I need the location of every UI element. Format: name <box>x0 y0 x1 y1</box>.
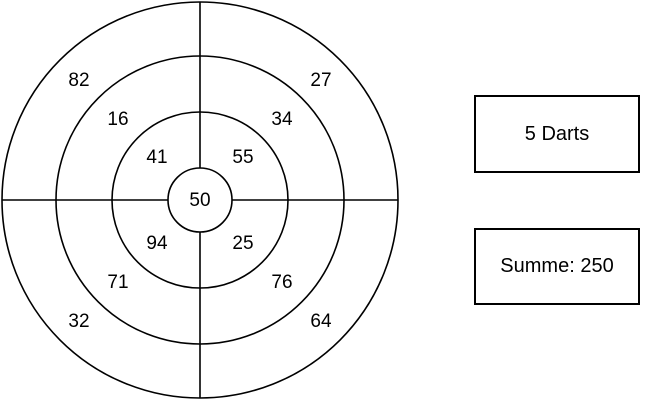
outer-score-bottom-left: 32 <box>68 311 89 332</box>
bullseye-score: 50 <box>189 190 210 211</box>
sum-box: Summe: 250 <box>474 228 640 305</box>
inner-score-top-left: 41 <box>146 147 167 168</box>
middle-score-bottom-right: 76 <box>271 272 292 293</box>
darts-count-box: 5 Darts <box>474 95 640 173</box>
inner-score-top-right: 55 <box>232 147 253 168</box>
sum-label: Summe: 250 <box>500 255 614 277</box>
outer-score-top-right: 27 <box>310 70 331 91</box>
bullseye <box>167 167 233 233</box>
middle-score-top-right: 34 <box>271 109 293 130</box>
inner-score-bottom-right: 25 <box>232 233 253 254</box>
outer-score-bottom-right: 64 <box>310 311 332 332</box>
inner-score-bottom-left: 94 <box>146 233 168 254</box>
middle-score-top-left: 16 <box>107 109 128 130</box>
darts-count-label: 5 Darts <box>524 122 590 145</box>
middle-score-bottom-left: 71 <box>107 272 128 293</box>
outer-score-top-left: 82 <box>68 70 89 91</box>
dartboard: 50 41 55 94 25 16 34 71 76 82 27 32 64 <box>1 1 399 399</box>
